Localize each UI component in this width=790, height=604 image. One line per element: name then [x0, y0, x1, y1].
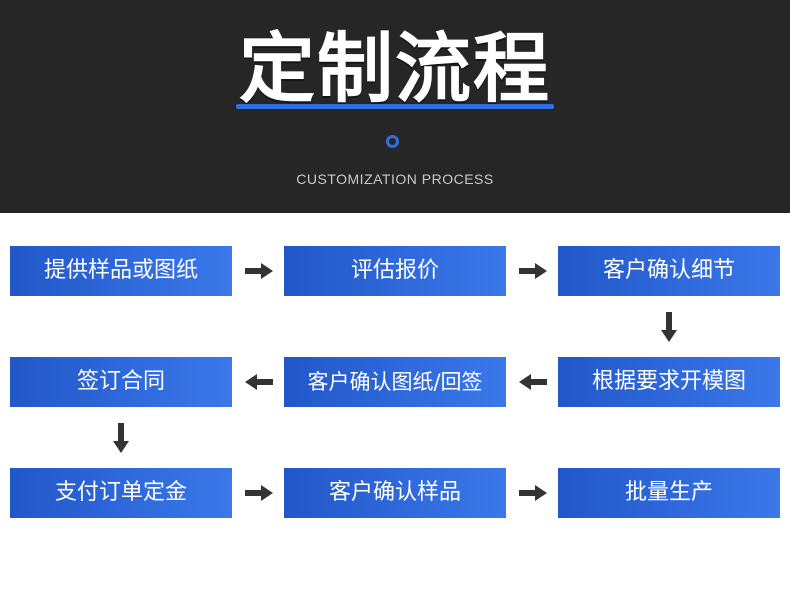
- step-quote: 评估报价: [284, 246, 506, 296]
- arrow-right-icon: [245, 263, 273, 279]
- circle-icon: [386, 135, 399, 148]
- arrow-left-icon: [519, 374, 547, 390]
- step-pay-deposit: 支付订单定金: [10, 468, 232, 518]
- step-mass-production: 批量生产: [558, 468, 780, 518]
- arrow-right-icon: [519, 485, 547, 501]
- page-subtitle: CUSTOMIZATION PROCESS: [296, 171, 494, 187]
- arrow-left-icon: [245, 374, 273, 390]
- step-provide-samples: 提供样品或图纸: [10, 246, 232, 296]
- page-title: 定制流程: [239, 24, 551, 113]
- step-open-mold-drawing: 根据要求开模图: [558, 357, 780, 407]
- arrow-right-icon: [519, 263, 547, 279]
- step-confirm-samples: 客户确认样品: [284, 468, 506, 518]
- step-sign-contract: 签订合同: [10, 357, 232, 407]
- header-banner: 定制流程 CUSTOMIZATION PROCESS: [0, 0, 790, 213]
- step-confirm-details: 客户确认细节: [558, 246, 780, 296]
- title-underline: [236, 104, 554, 109]
- step-confirm-drawing: 客户确认图纸/回签: [284, 357, 506, 407]
- arrow-down-icon: [661, 312, 677, 342]
- arrow-down-icon: [113, 423, 129, 453]
- arrow-right-icon: [245, 485, 273, 501]
